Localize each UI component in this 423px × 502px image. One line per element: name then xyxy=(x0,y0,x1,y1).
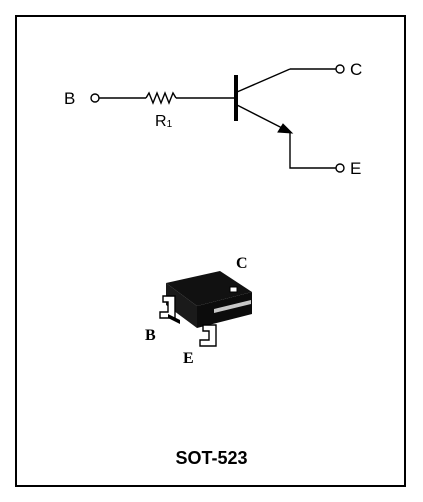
package-emitter-label: E xyxy=(183,350,194,367)
emitter-arrow xyxy=(277,123,294,134)
package-stripe xyxy=(214,300,251,313)
base-terminal xyxy=(90,93,100,103)
package-front-face xyxy=(166,283,197,328)
emitter-diagonal xyxy=(236,104,289,132)
emitter-lead xyxy=(199,324,217,347)
transistor-schematic xyxy=(90,64,345,173)
schematic-emitter-label: E xyxy=(350,159,362,178)
package-collector-label: C xyxy=(236,255,248,272)
resistor-label-main: R xyxy=(155,113,167,130)
schematic-collector-label: C xyxy=(350,60,363,79)
diagram-frame xyxy=(15,15,406,487)
collector-terminal xyxy=(335,64,345,74)
resistor-label-sub: 1 xyxy=(166,119,173,130)
resistor-r1 xyxy=(145,91,177,105)
base-lead xyxy=(159,295,176,319)
collector-lead xyxy=(229,286,238,293)
package-drawing xyxy=(159,271,252,347)
emitter-wire xyxy=(289,132,336,169)
resistor-label: R1 xyxy=(155,114,172,130)
package-shadow xyxy=(168,314,180,324)
package-name: SOT-523 xyxy=(175,448,248,468)
package-top-face xyxy=(166,271,252,306)
schematic-base-label: B xyxy=(64,89,76,108)
emitter-terminal xyxy=(335,163,345,173)
collector-diagonal xyxy=(236,68,291,93)
package-base-label: B xyxy=(145,327,156,344)
